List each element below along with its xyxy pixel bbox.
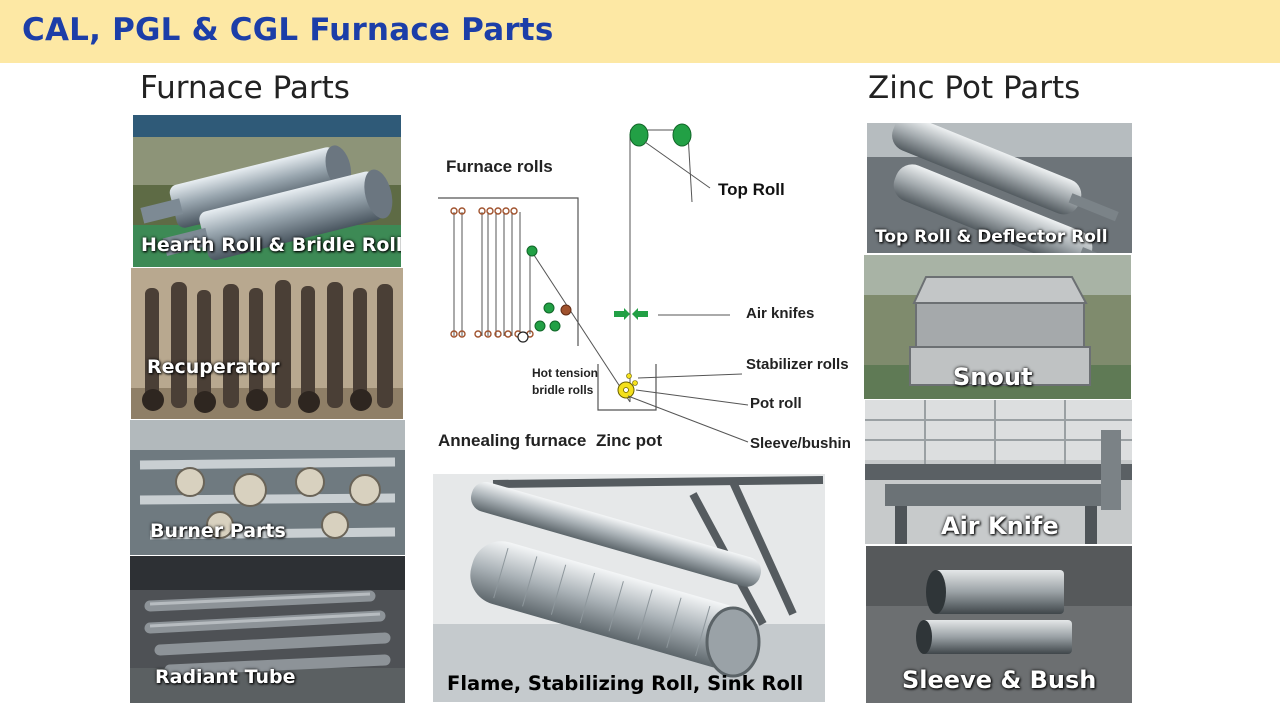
label-annealing-furnace: Annealing furnace <box>438 431 586 450</box>
sleeve-bush-photo: Sleeve & Bush <box>866 546 1132 703</box>
recuperator-photo: Recuperator <box>131 268 403 419</box>
label-stabilizer-rolls: Stabilizer rolls <box>746 356 849 373</box>
label-pot-roll: Pot roll <box>750 395 802 412</box>
burner-parts-photo: Burner Parts <box>130 420 405 555</box>
air-knife-caption: Air Knife <box>941 512 1059 540</box>
label-zinc-pot: Zinc pot <box>596 431 662 450</box>
radiant-tube-caption: Radiant Tube <box>155 666 296 688</box>
top-roll-photo: Top Roll & Deflector Roll <box>867 123 1132 253</box>
label-sleeve-bushing: Sleeve/bushing <box>750 435 850 452</box>
sink-roll-photo: Flame, Stabilizing Roll, Sink Roll <box>433 474 825 702</box>
furnace-outline <box>438 197 579 346</box>
snout-caption: Snout <box>953 363 1033 391</box>
furnace-parts-heading: Furnace Parts <box>140 70 350 106</box>
sink-roll-caption: Flame, Stabilizing Roll, Sink Roll <box>447 672 804 695</box>
burner-parts-caption: Burner Parts <box>150 520 286 542</box>
label-air-knifes: Air knifes <box>746 305 814 322</box>
label-hot-tension-2: bridle rolls <box>532 383 594 397</box>
furnace-roll-circles <box>450 207 534 338</box>
sleeve-bush-caption: Sleeve & Bush <box>902 666 1097 694</box>
top-roll-caption: Top Roll & Deflector Roll <box>875 227 1108 247</box>
slide-title: CAL, PGL & CGL Furnace Parts <box>22 12 554 48</box>
label-furnace-rolls: Furnace rolls <box>446 157 553 176</box>
title-bar: CAL, PGL & CGL Furnace Parts <box>0 0 1280 63</box>
label-hot-tension-1: Hot tension <box>532 366 598 380</box>
zinc-pot-parts-heading: Zinc Pot Parts <box>868 70 1081 106</box>
recuperator-caption: Recuperator <box>147 356 280 378</box>
air-knife-photo: Air Knife <box>865 400 1132 544</box>
line-diagram: Furnace rolls Top Roll Air knifes Stabil… <box>438 123 850 452</box>
snout-photo: Snout <box>864 255 1131 399</box>
hearth-roll-photo: Hearth Roll & Bridle Roll <box>133 115 401 267</box>
label-top-roll: Top Roll <box>718 180 785 199</box>
radiant-tube-photo: Radiant Tube <box>130 556 405 703</box>
hearth-roll-caption: Hearth Roll & Bridle Roll <box>141 234 401 256</box>
